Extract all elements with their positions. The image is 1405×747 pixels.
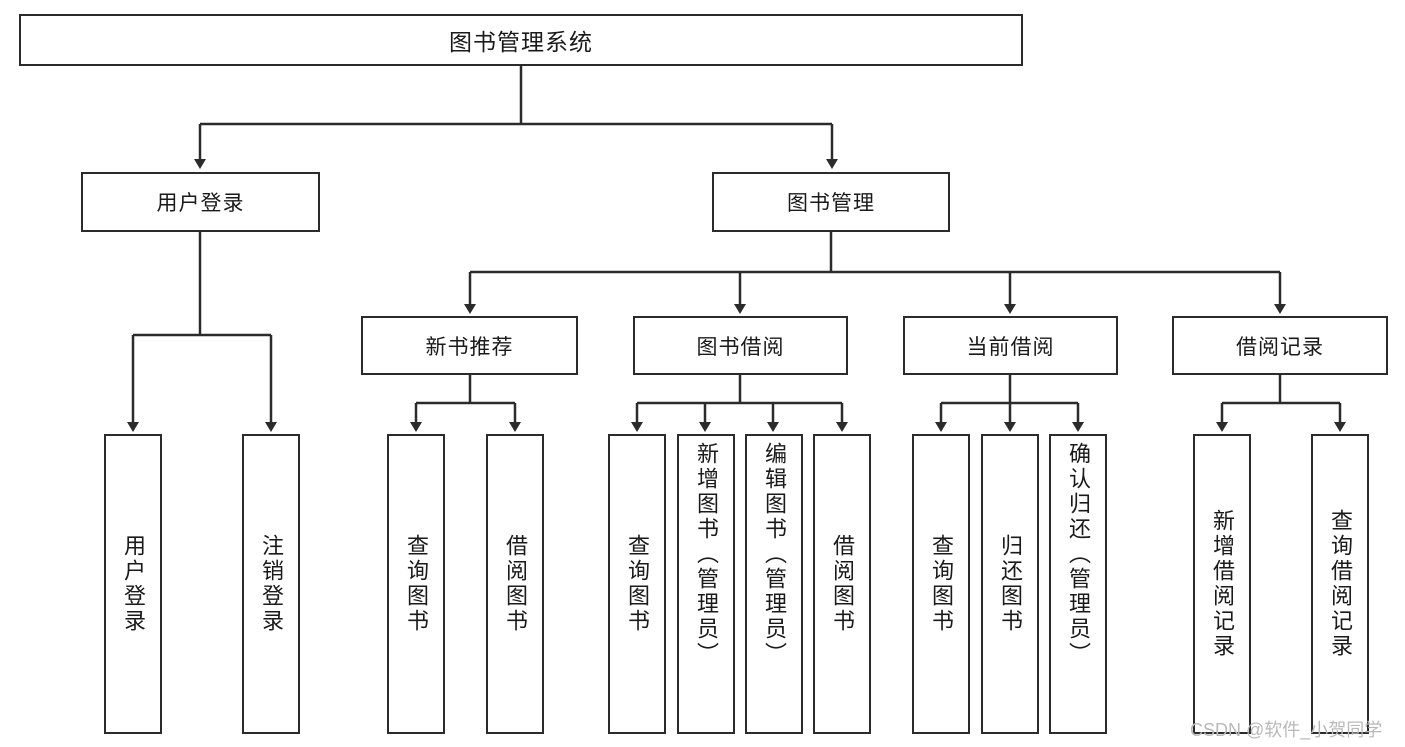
node-label: 新增图书（管理员） xyxy=(694,442,719,667)
node-label: 图书管理 xyxy=(787,192,875,215)
leaf-logout[interactable]: 注销登录 xyxy=(242,434,300,734)
node-label: 编辑图书（管理员） xyxy=(762,442,787,667)
watermark: CSDN @软件_小贺同学 xyxy=(1190,720,1383,740)
node-user-login[interactable]: 用户登录 xyxy=(81,172,320,232)
node-new-book-recommend[interactable]: 新书推荐 xyxy=(361,316,578,375)
node-label: 用户登录 xyxy=(156,192,245,215)
node-book-management[interactable]: 图书管理 xyxy=(712,172,950,232)
node-label: 图书借阅 xyxy=(696,335,785,359)
leaf-return-book[interactable]: 归还图书 xyxy=(981,434,1039,734)
node-label: 注销登录 xyxy=(259,534,284,634)
node-label: 查询图书 xyxy=(404,534,429,634)
leaf-borrow-book-recommend[interactable]: 借阅图书 xyxy=(486,434,544,734)
node-label: 新增借阅记录 xyxy=(1210,509,1235,659)
leaf-edit-book-admin[interactable]: 编辑图书（管理员） xyxy=(745,434,803,734)
leaf-query-borrow-record[interactable]: 查询借阅记录 xyxy=(1311,434,1369,734)
node-label: 查询借阅记录 xyxy=(1328,509,1353,659)
node-label: 新书推荐 xyxy=(425,335,514,359)
leaf-query-book-borrow[interactable]: 查询图书 xyxy=(608,434,666,734)
leaf-borrow-book[interactable]: 借阅图书 xyxy=(813,434,871,734)
node-label: 借阅图书 xyxy=(503,534,528,634)
node-label: 图书管理系统 xyxy=(449,29,593,55)
leaf-query-book-recommend[interactable]: 查询图书 xyxy=(387,434,445,734)
node-label: 查询图书 xyxy=(929,534,954,634)
node-label: 借阅记录 xyxy=(1236,335,1324,359)
node-label: 借阅图书 xyxy=(830,534,855,634)
node-label: 用户登录 xyxy=(121,534,146,634)
node-label: 当前借阅 xyxy=(966,335,1055,359)
leaf-user-login[interactable]: 用户登录 xyxy=(104,434,162,734)
node-current-borrow[interactable]: 当前借阅 xyxy=(903,316,1118,375)
node-book-borrow[interactable]: 图书借阅 xyxy=(633,316,848,375)
node-label: 查询图书 xyxy=(625,534,650,634)
node-label: 确认归还（管理员） xyxy=(1066,442,1091,667)
leaf-add-borrow-record[interactable]: 新增借阅记录 xyxy=(1193,434,1251,734)
node-label: 归还图书 xyxy=(998,534,1023,634)
leaf-query-book-current[interactable]: 查询图书 xyxy=(912,434,970,734)
leaf-confirm-return-admin[interactable]: 确认归还（管理员） xyxy=(1049,434,1107,734)
node-root-book-management-system[interactable]: 图书管理系统 xyxy=(19,14,1023,66)
node-borrow-record[interactable]: 借阅记录 xyxy=(1172,316,1388,375)
leaf-add-book-admin[interactable]: 新增图书（管理员） xyxy=(677,434,735,734)
